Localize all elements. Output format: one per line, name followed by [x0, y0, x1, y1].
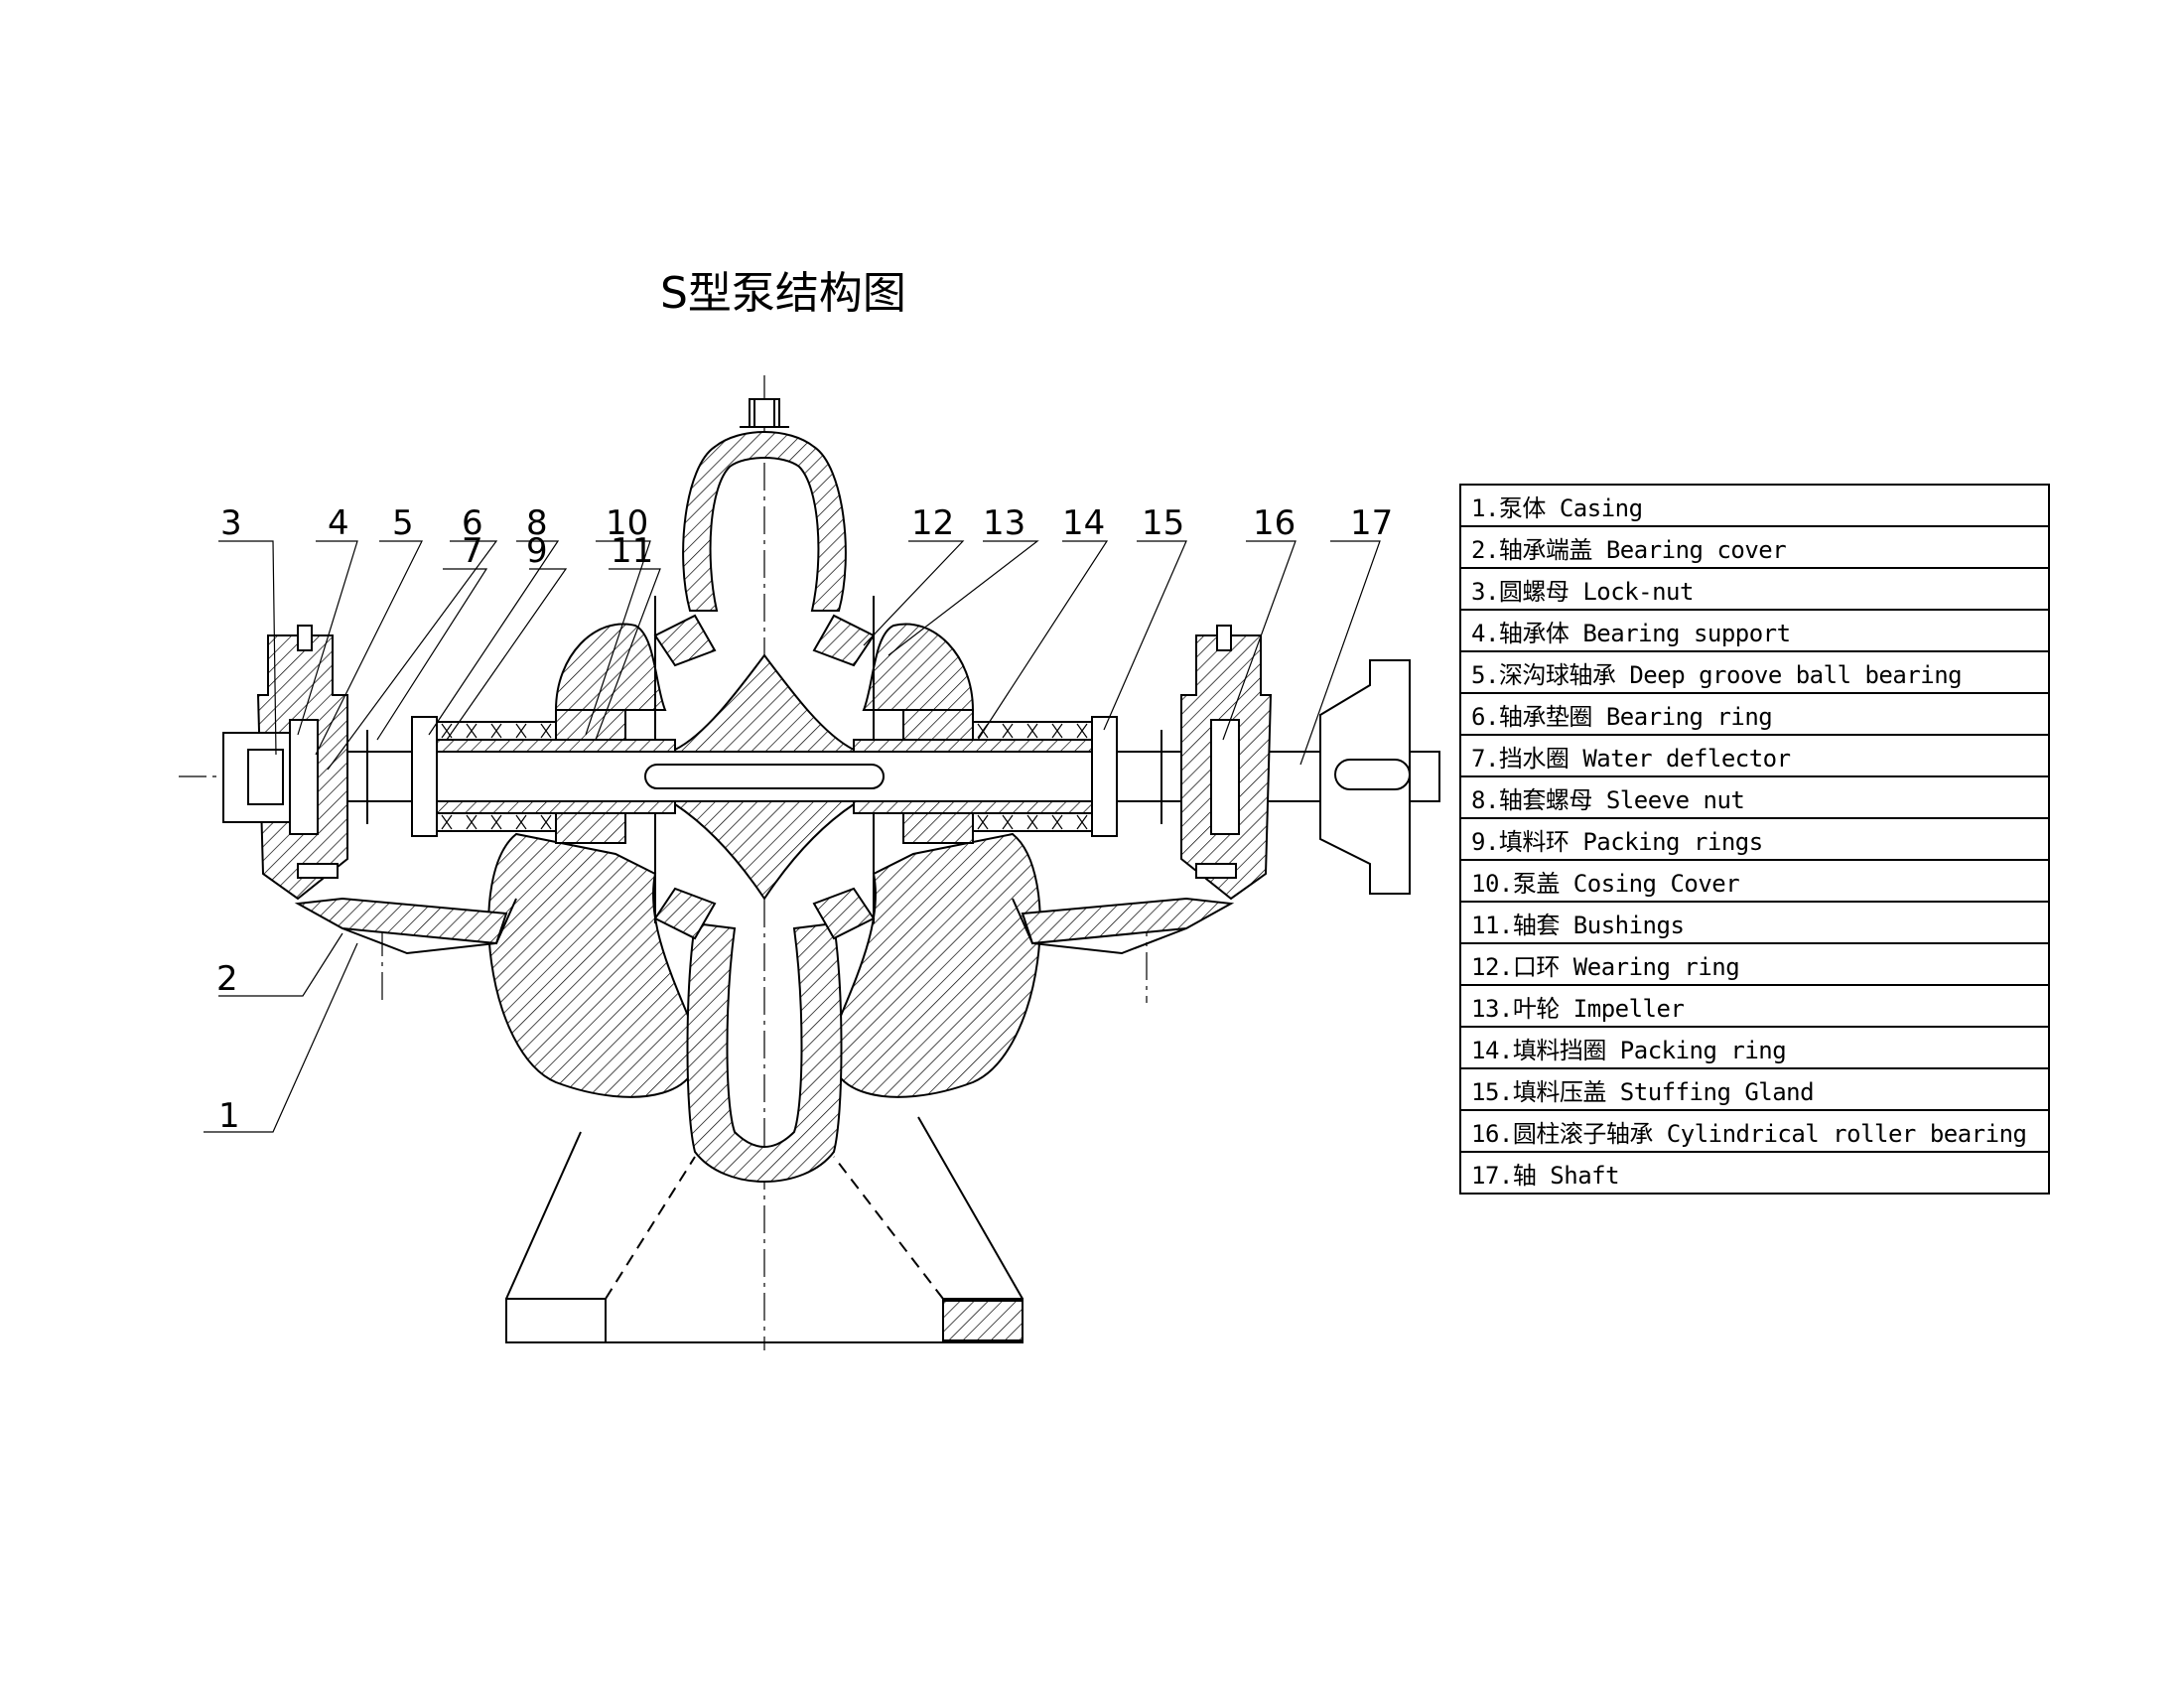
table-row: 1.泵体 Casing [1459, 484, 2050, 527]
legend-item: 1.泵体 Casing [1459, 484, 2050, 527]
legend-item: 16.圆柱滚子轴承 Cylindrical roller bearing [1459, 1109, 2050, 1153]
table-row: 16.圆柱滚子轴承 Cylindrical roller bearing [1459, 1109, 2050, 1153]
right-stuffing-box [902, 709, 1118, 844]
table-row: 13.叶轮 Impeller [1459, 984, 2050, 1028]
table-row: 3.圆螺母 Lock-nut [1459, 567, 2050, 611]
table-row: 12.口环 Wearing ring [1459, 942, 2050, 986]
table-row: 7.挡水圈 Water deflector [1459, 734, 2050, 777]
callout-5: 5 [392, 503, 414, 543]
callout-1: 1 [218, 1096, 240, 1136]
callout-13: 13 [983, 503, 1025, 543]
callout-12: 12 [911, 503, 954, 543]
callout-4: 4 [328, 503, 349, 543]
callout-6: 6 [462, 503, 483, 543]
legend-item: 6.轴承垫圈 Bearing ring [1459, 692, 2050, 736]
pump-base [505, 1116, 1024, 1343]
legend-item: 17.轴 Shaft [1459, 1151, 2050, 1195]
coupling [1319, 659, 1411, 895]
legend-item: 2.轴承端盖 Bearing cover [1459, 525, 2050, 569]
legend-item: 8.轴套螺母 Sleeve nut [1459, 775, 2050, 819]
callout-10: 10 [606, 503, 648, 543]
legend-item: 5.深沟球轴承 Deep groove ball bearing [1459, 650, 2050, 694]
callout-17: 17 [1350, 503, 1393, 543]
callout-14: 14 [1062, 503, 1105, 543]
table-row: 17.轴 Shaft [1459, 1151, 2050, 1195]
callout-15: 15 [1142, 503, 1184, 543]
casing-cover [554, 398, 975, 711]
table-row: 11.轴套 Bushings [1459, 901, 2050, 944]
right-bearing-housing [1160, 625, 1273, 901]
legend-item: 13.叶轮 Impeller [1459, 984, 2050, 1028]
table-row: 10.泵盖 Cosing Cover [1459, 859, 2050, 903]
table-row: 9.填料环 Packing rings [1459, 817, 2050, 861]
legend-item: 15.填料压盖 Stuffing Gland [1459, 1067, 2050, 1111]
legend-item: 12.口环 Wearing ring [1459, 942, 2050, 986]
legend-item: 9.填料环 Packing rings [1459, 817, 2050, 861]
table-row: 4.轴承体 Bearing support [1459, 609, 2050, 652]
callout-leader-lines [204, 540, 1381, 1133]
callout-9: 9 [526, 531, 548, 571]
table-row: 14.填料挡圈 Packing ring [1459, 1026, 2050, 1069]
table-row: 5.深沟球轴承 Deep groove ball bearing [1459, 650, 2050, 694]
legend-item: 10.泵盖 Cosing Cover [1459, 859, 2050, 903]
callout-16: 16 [1253, 503, 1296, 543]
drawing-title: S型泵结构图 [660, 268, 906, 319]
left-bearing-housing [222, 625, 368, 901]
table-row: 8.轴套螺母 Sleeve nut [1459, 775, 2050, 819]
legend-item: 11.轴套 Bushings [1459, 901, 2050, 944]
casing-volute [294, 832, 1235, 1183]
legend-item: 7.挡水圈 Water deflector [1459, 734, 2050, 777]
callout-numbers: 1 2 3 4 5 6 7 8 9 10 11 12 13 14 15 16 1… [216, 503, 1393, 1136]
table-row: 6.轴承垫圈 Bearing ring [1459, 692, 2050, 736]
left-stuffing-box [411, 709, 626, 844]
table-row: 15.填料压盖 Stuffing Gland [1459, 1067, 2050, 1111]
legend-item: 3.圆螺母 Lock-nut [1459, 567, 2050, 611]
callout-8: 8 [526, 503, 548, 543]
callout-11: 11 [611, 531, 653, 571]
legend-item: 14.填料挡圈 Packing ring [1459, 1026, 2050, 1069]
callout-2: 2 [216, 959, 238, 999]
table-row: 2.轴承端盖 Bearing cover [1459, 525, 2050, 569]
legend-item: 4.轴承体 Bearing support [1459, 609, 2050, 652]
callout-3: 3 [220, 503, 242, 543]
callout-7: 7 [462, 531, 483, 571]
parts-legend-table: 1.泵体 Casing 2.轴承端盖 Bearing cover 3.圆螺母 L… [1459, 484, 2050, 1195]
